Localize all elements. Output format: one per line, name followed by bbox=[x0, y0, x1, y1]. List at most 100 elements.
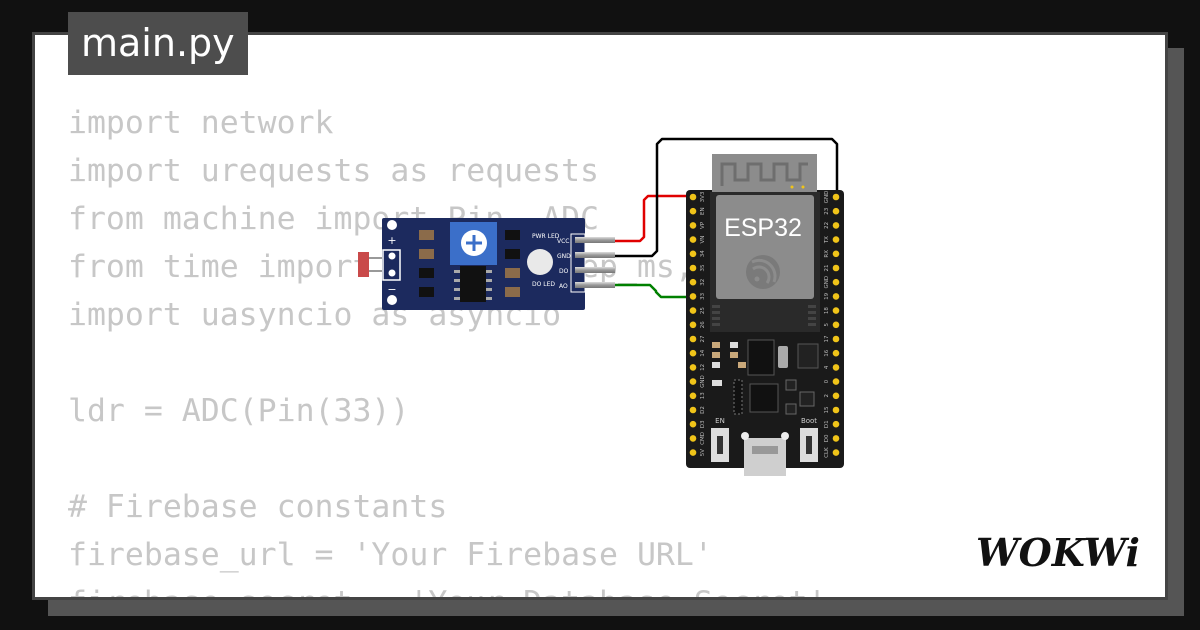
esp32-right-pin-gnd[interactable]: GND bbox=[824, 276, 840, 289]
esp32-right-pin-d0[interactable]: D0 bbox=[824, 434, 840, 442]
esp32-board[interactable]: ESP32 EN Boot 3V bbox=[686, 154, 844, 476]
pin-pad[interactable] bbox=[832, 392, 840, 400]
esp32-right-pin-d1[interactable]: D1 bbox=[824, 420, 840, 428]
pin-pad[interactable] bbox=[689, 364, 697, 371]
esp32-right-pin-0[interactable]: 0 bbox=[824, 378, 840, 385]
pin-pad[interactable] bbox=[832, 406, 840, 414]
esp32-right-pin-tx[interactable]: TX bbox=[824, 236, 840, 244]
esp32-right-pin-17[interactable]: 17 bbox=[824, 335, 840, 343]
esp32-right-pin-19[interactable]: 19 bbox=[824, 292, 840, 300]
pin-pad[interactable] bbox=[832, 449, 840, 456]
pin-label: 4 bbox=[824, 365, 830, 369]
pin-label: 5 bbox=[824, 323, 830, 327]
esp32-left-pin-3v3[interactable]: 3V3 bbox=[689, 191, 706, 202]
sensor-pin-ao[interactable]: AO bbox=[559, 282, 615, 290]
esp32-left-pin-35[interactable]: 35 bbox=[689, 264, 706, 272]
pin-pad[interactable] bbox=[832, 335, 840, 343]
pin-label: GND bbox=[824, 276, 830, 289]
pin-pad[interactable] bbox=[689, 207, 697, 215]
esp32-left-pin-gnd[interactable]: GND bbox=[689, 375, 706, 388]
pin-pad[interactable] bbox=[689, 193, 697, 201]
usb-uart-chip bbox=[749, 383, 779, 413]
esp32-left-pin-d2[interactable]: D2 bbox=[689, 406, 706, 414]
esp32-left-pin-26[interactable]: 26 bbox=[689, 321, 706, 329]
esp32-left-pin-13[interactable]: 13 bbox=[689, 392, 706, 400]
pin-pad[interactable] bbox=[832, 378, 840, 385]
pin-label: 14 bbox=[700, 349, 706, 356]
sensor-pin-vcc[interactable]: VCC bbox=[557, 237, 615, 245]
esp32-left-pin-vp[interactable]: VP bbox=[689, 221, 706, 229]
pin-pad[interactable] bbox=[832, 250, 840, 258]
pin-pad[interactable] bbox=[832, 193, 840, 201]
esp32-right-pin-2[interactable]: 2 bbox=[824, 392, 840, 400]
sensor-pin-do[interactable]: DO bbox=[559, 267, 615, 275]
pin-pad[interactable] bbox=[689, 264, 697, 272]
pin-pad[interactable] bbox=[689, 392, 697, 400]
pin-pad[interactable] bbox=[832, 293, 840, 300]
pin-pad[interactable] bbox=[832, 364, 840, 371]
pin-pad[interactable] bbox=[689, 236, 697, 243]
pin-pad[interactable] bbox=[832, 435, 840, 442]
pin-pad[interactable] bbox=[689, 278, 697, 286]
pin-pad[interactable] bbox=[832, 307, 840, 314]
pin-pad[interactable] bbox=[832, 420, 840, 428]
esp32-left-pin-33[interactable]: 33 bbox=[689, 292, 706, 300]
esp32-left-pin-12[interactable]: 12 bbox=[689, 364, 706, 371]
esp32-right-pin-22[interactable]: 22 bbox=[824, 222, 840, 229]
esp32-left-pin-32[interactable]: 32 bbox=[689, 278, 706, 286]
pin-pad[interactable] bbox=[832, 207, 840, 215]
boot-button-label: Boot bbox=[801, 417, 817, 425]
pin-pad[interactable] bbox=[832, 236, 840, 243]
pin-pad[interactable] bbox=[832, 264, 840, 272]
pin-pad[interactable] bbox=[689, 293, 697, 300]
pin-pad[interactable] bbox=[689, 349, 697, 357]
pin-pad[interactable] bbox=[689, 250, 697, 258]
pin-label: 32 bbox=[700, 279, 706, 286]
pin-pad[interactable] bbox=[689, 420, 697, 428]
pin-label: CMD bbox=[700, 432, 706, 445]
esp32-right-pin-16[interactable]: 16 bbox=[824, 349, 840, 357]
voltage-regulator bbox=[747, 339, 775, 376]
ldr-sensor-module[interactable]: + − PWR LED DO LED VCC GN bbox=[358, 218, 615, 310]
esp32-right-pin-rx[interactable]: RX bbox=[824, 250, 840, 258]
esp32-left-pin-5v[interactable]: 5V bbox=[689, 449, 706, 456]
pin-pad[interactable] bbox=[832, 321, 840, 329]
pin-pad[interactable] bbox=[832, 278, 840, 286]
pin-pad[interactable] bbox=[689, 321, 697, 329]
micro-usb-port[interactable] bbox=[744, 438, 786, 476]
pin-pad[interactable] bbox=[689, 335, 697, 343]
pin-pad[interactable] bbox=[832, 222, 840, 229]
pin-pad[interactable] bbox=[689, 307, 697, 314]
esp32-left-pin-14[interactable]: 14 bbox=[689, 349, 706, 357]
pin-pad[interactable] bbox=[689, 449, 697, 456]
pin-pad[interactable] bbox=[689, 222, 697, 229]
gnd-wire[interactable] bbox=[612, 137, 839, 258]
sensor-pin-gnd[interactable]: GND bbox=[557, 252, 615, 260]
esp32-right-pin-23[interactable]: 23 bbox=[824, 207, 840, 215]
file-tab-main-py[interactable]: main.py bbox=[68, 12, 248, 75]
esp32-right-pin-4[interactable]: 4 bbox=[824, 364, 840, 371]
esp32-left-pin-d3[interactable]: D3 bbox=[689, 420, 706, 428]
esp32-right-pin-5[interactable]: 5 bbox=[824, 321, 840, 329]
pin-pad[interactable] bbox=[832, 349, 840, 357]
comparator-chip bbox=[460, 266, 486, 302]
pin-label: 0 bbox=[824, 379, 830, 383]
esp32-right-pin-18[interactable]: 18 bbox=[824, 307, 840, 314]
esp32-right-pin-21[interactable]: 21 bbox=[824, 264, 840, 272]
esp32-left-pin-vn[interactable]: VN bbox=[689, 236, 706, 244]
ao-wire[interactable] bbox=[612, 283, 692, 299]
esp32-left-pin-34[interactable]: 34 bbox=[689, 250, 706, 258]
pin-pad[interactable] bbox=[689, 406, 697, 414]
pin-pad[interactable] bbox=[689, 435, 697, 442]
esp32-left-pin-27[interactable]: 27 bbox=[689, 335, 706, 343]
esp32-right-pin-gnd[interactable]: GND bbox=[824, 191, 840, 204]
vcc-wire[interactable] bbox=[612, 194, 692, 243]
esp32-right-pin-15[interactable]: 15 bbox=[824, 406, 840, 414]
esp32-right-pin-clk[interactable]: CLK bbox=[824, 447, 840, 458]
pin-label: 21 bbox=[824, 265, 830, 272]
pin-pad[interactable] bbox=[689, 378, 697, 385]
esp32-left-pin-25[interactable]: 25 bbox=[689, 307, 706, 314]
esp32-left-pin-en[interactable]: EN bbox=[689, 207, 706, 215]
module-shield bbox=[716, 195, 814, 299]
esp32-left-pin-cmd[interactable]: CMD bbox=[689, 432, 706, 445]
